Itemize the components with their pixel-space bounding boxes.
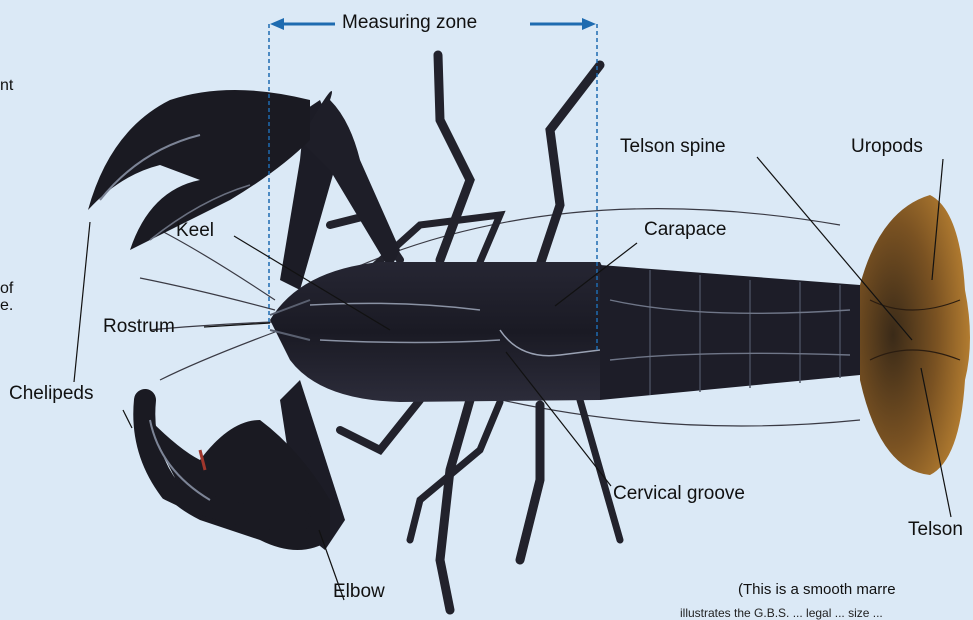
keel-label: Keel	[176, 221, 214, 240]
margin-text-line3: e.	[0, 298, 13, 314]
lower-cheliped	[144, 380, 345, 550]
footnote-line1: (This is a smooth marre	[738, 582, 896, 597]
margin-text-line1: nt	[0, 78, 13, 94]
telson-spine-label: Telson spine	[620, 137, 726, 156]
elbow-label: Elbow	[333, 582, 385, 601]
uropods-label: Uropods	[851, 137, 923, 156]
cervical-groove-label: Cervical groove	[613, 484, 745, 503]
upper-cheliped	[88, 90, 400, 290]
footnote-line2: illustrates the G.B.S. ... legal ... siz…	[680, 607, 883, 619]
margin-text-line2: of	[0, 281, 13, 297]
carapace-shape	[270, 262, 620, 402]
rostrum-label: Rostrum	[103, 317, 175, 336]
measuring-zone-label: Measuring zone	[342, 13, 477, 32]
abdomen	[600, 265, 870, 400]
tail-fan	[860, 195, 970, 475]
telson-label: Telson	[908, 520, 963, 539]
chelipeds-label: Chelipeds	[9, 384, 94, 403]
carapace-label: Carapace	[644, 220, 726, 239]
